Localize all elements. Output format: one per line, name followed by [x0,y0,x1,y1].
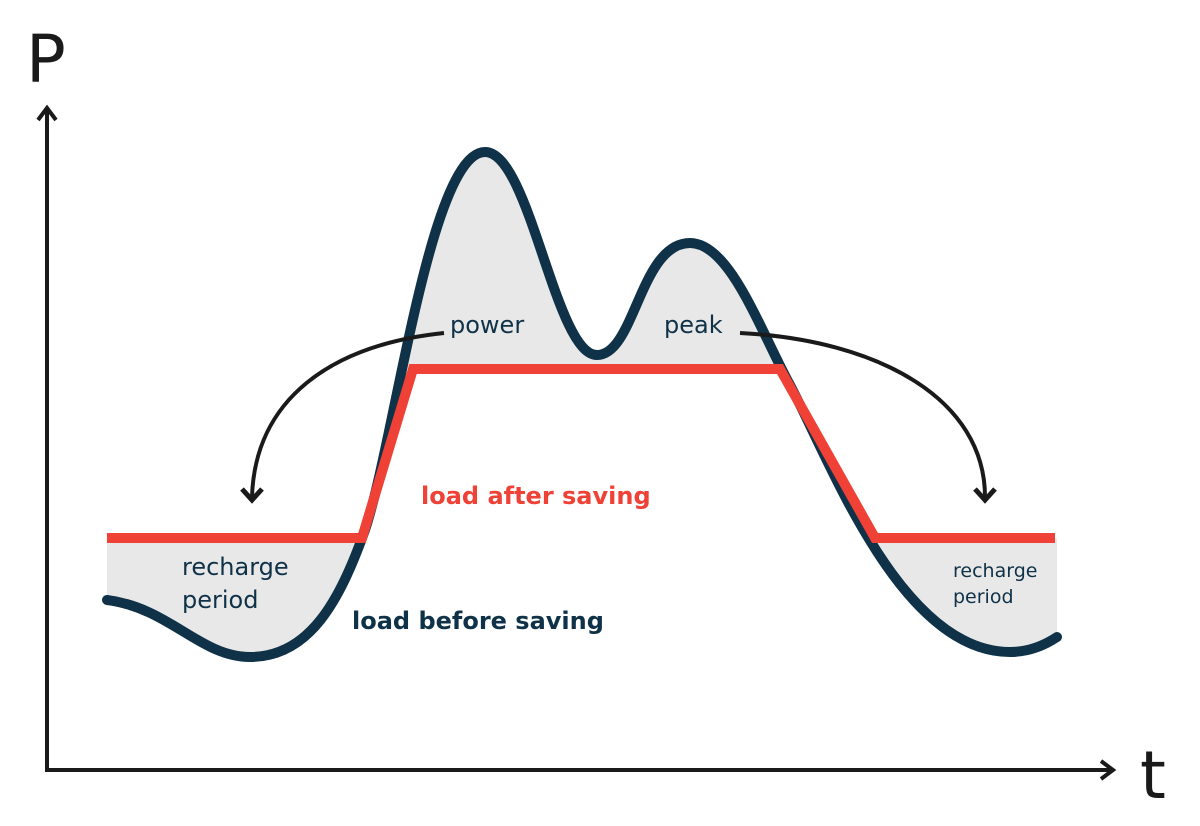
power-label: power [450,311,524,339]
recharge-label-left-line2: period [182,586,258,614]
load-after-saving-line [107,364,1055,543]
load-before-saving-curve [102,146,1062,663]
recharge-area-right [860,538,1057,652]
recharge-area-left [107,538,365,657]
x-axis-label: t [1140,737,1166,814]
arrow-peak-to-recharge-right [739,331,997,504]
y-axis-label: P [26,21,66,98]
arrow-power-to-recharge-left [240,331,445,504]
recharge-label-right-line1: recharge [953,560,1037,582]
recharge-label-right-line2: period [953,586,1014,608]
recharge-label-left-line1: recharge [182,553,289,581]
y-axis [36,104,58,772]
x-axis [45,759,1117,781]
peak-label: peak [664,311,723,339]
load-before-saving-label: load before saving [352,607,604,635]
power-peak-area [395,152,790,369]
load-after-saving-label: load after saving [421,482,651,510]
